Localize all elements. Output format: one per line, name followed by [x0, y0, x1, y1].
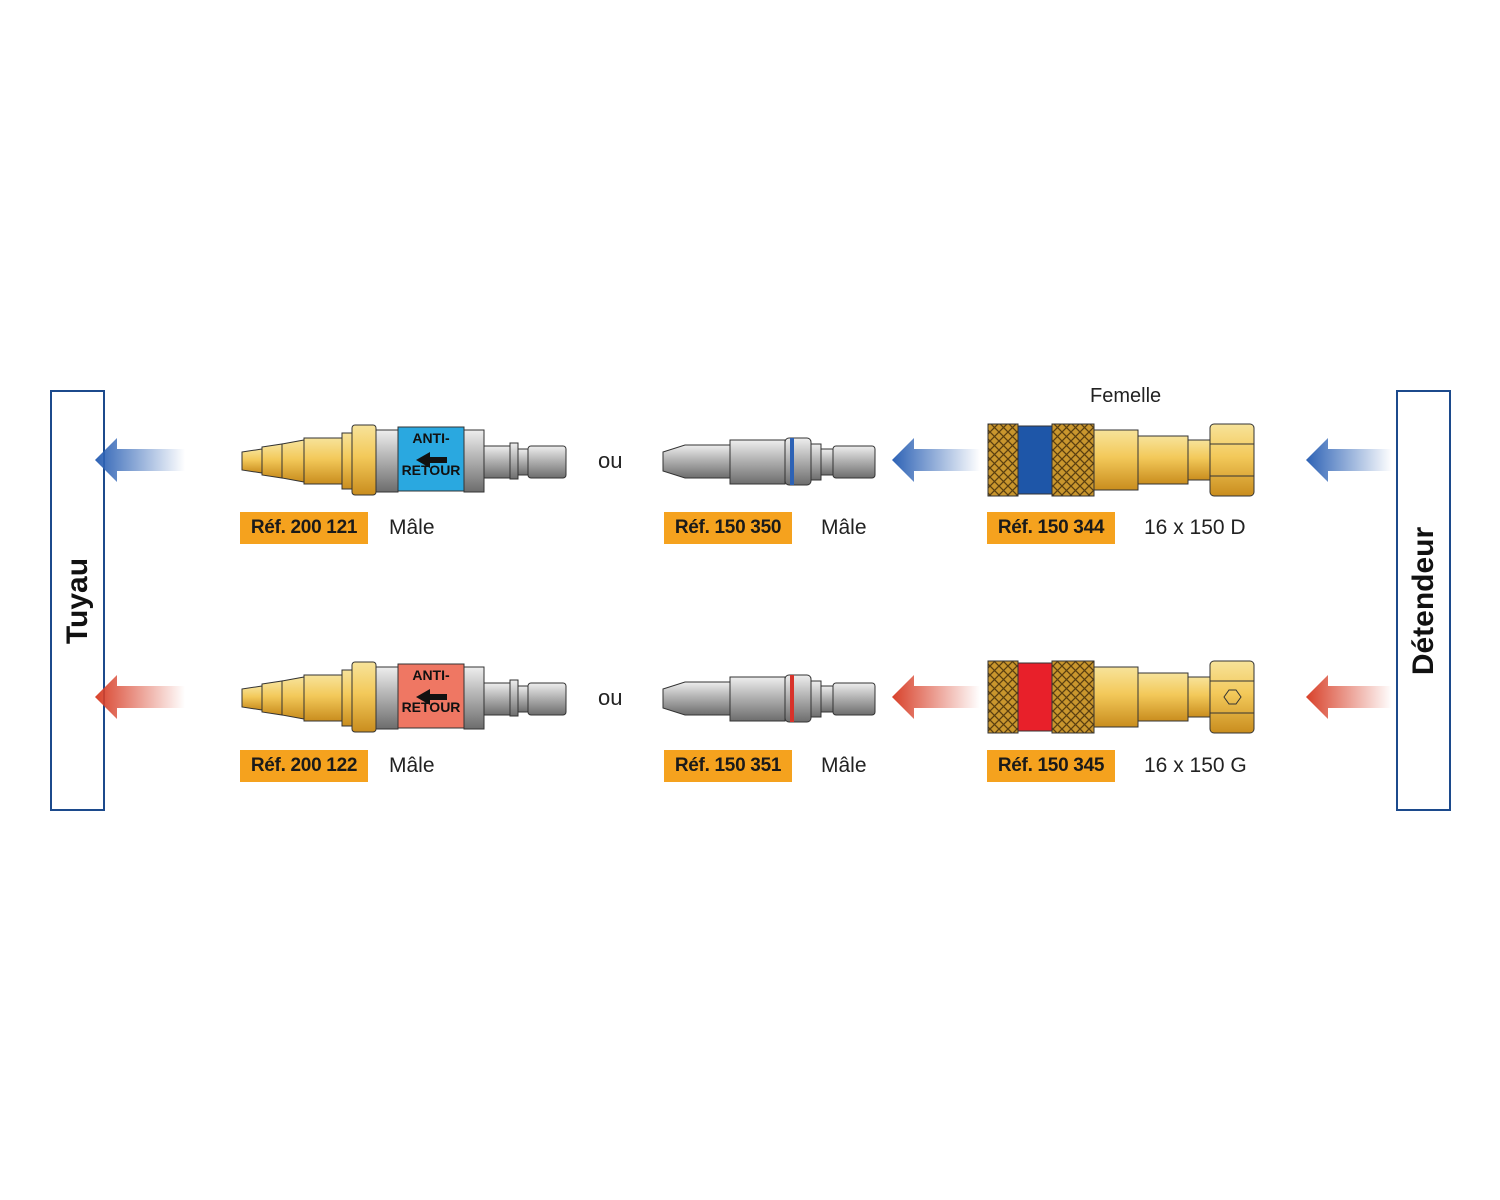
- flow-arrow-middle-blue: [892, 438, 980, 482]
- anti-line-1: ANTI-: [412, 667, 450, 683]
- female-label: Femelle: [1090, 385, 1162, 407]
- flow-arrow-left-red: [95, 675, 185, 719]
- flow-arrow-left-blue: [95, 438, 185, 482]
- ref-badge-valve-blue: Réf. 200 121: [240, 512, 368, 544]
- desc-valve-red: Mâle: [389, 754, 435, 777]
- flow-arrow-right-blue: [1306, 438, 1392, 482]
- anti-line-1: ANTI-: [412, 430, 450, 446]
- row-1: [95, 423, 1392, 497]
- flow-arrow-middle-red: [892, 675, 980, 719]
- or-label-row-2: ou: [598, 685, 623, 710]
- desc-valve-blue: Mâle: [389, 516, 435, 539]
- ref-badge-plug-red: Réf. 150 351: [664, 750, 792, 782]
- desc-socket-blue: 16 x 150 D: [1144, 516, 1246, 539]
- female-socket-red: [987, 660, 1255, 734]
- anti-retour-valve-red: [241, 661, 567, 733]
- row-2: [95, 660, 1392, 734]
- ref-badge-socket-red: Réf. 150 345: [987, 750, 1115, 782]
- anti-retour-text-blue: ANTI- RETOUR: [398, 430, 464, 478]
- regulator-side-box: Détendeur: [1396, 390, 1451, 811]
- anti-line-2: RETOUR: [401, 462, 461, 478]
- female-socket-blue: [987, 423, 1255, 497]
- or-label-row-1: ou: [598, 448, 623, 473]
- desc-socket-red: 16 x 150 G: [1144, 754, 1247, 777]
- anti-line-2: RETOUR: [401, 699, 461, 715]
- ref-badge-socket-blue: Réf. 150 344: [987, 512, 1115, 544]
- ref-badge-valve-red: Réf. 200 122: [240, 750, 368, 782]
- desc-plug-red: Mâle: [821, 754, 867, 777]
- anti-retour-text-red: ANTI- RETOUR: [398, 667, 464, 715]
- desc-plug-blue: Mâle: [821, 516, 867, 539]
- anti-retour-valve-blue: [241, 424, 567, 496]
- male-plug-red: [662, 674, 876, 723]
- male-plug-blue: [662, 437, 876, 486]
- ref-badge-plug-blue: Réf. 150 350: [664, 512, 792, 544]
- flow-arrow-right-red: [1306, 675, 1392, 719]
